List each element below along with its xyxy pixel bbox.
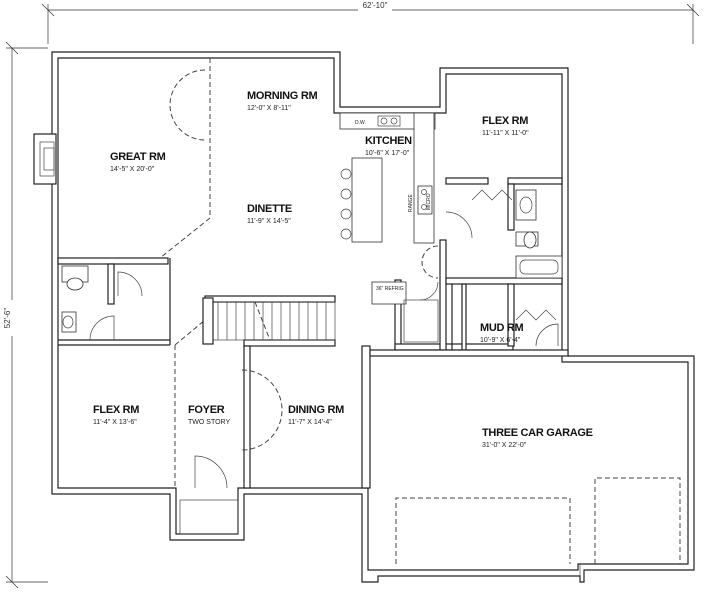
range-label: RANGE [408, 194, 414, 212]
flex-room-upper-size: 11'-11" X 11'-0" [482, 130, 529, 137]
dishwasher-label: D.W. [355, 120, 366, 126]
garage-size: 31'-0" X 22'-0" [482, 442, 527, 449]
foyer-name: FOYER [188, 404, 225, 416]
front-porch [179, 499, 239, 535]
garage-name: THREE CAR GARAGE [482, 427, 593, 439]
great-room-name: GREAT RM [110, 151, 166, 163]
morning-room-size: 12'-0" X 8'-11" [247, 105, 291, 112]
refrigerator-label: 36" REFRIG [376, 286, 404, 292]
overall-depth-label: 52'-6" [3, 308, 12, 329]
micro-label: MICRO [426, 193, 432, 210]
fireplace [33, 133, 57, 185]
flex-room-upper-name: FLEX RM [482, 115, 528, 127]
garage-doors [395, 477, 681, 576]
foyer-note: TWO STORY [188, 419, 230, 426]
flex-room-lower-size: 11'-4" X 13'-6" [93, 419, 137, 426]
dimension-depth: 52'-6" [3, 41, 48, 589]
exterior-walls [51, 51, 695, 583]
room-labels: GREAT RM 14'-5" X 20'-0" MORNING RM 12'-… [93, 90, 593, 449]
bath-fixtures [61, 189, 563, 333]
morning-room-name: MORNING RM [247, 90, 317, 102]
interior-walls [57, 58, 569, 489]
dinette-name: DINETTE [247, 203, 292, 215]
great-room-size: 14'-5" X 20'-0" [110, 166, 155, 173]
staircase [202, 297, 336, 345]
dining-room-name: DINING RM [288, 404, 344, 416]
kitchen-fixtures: D.W. RANGE MICRO 36" REFRIG [339, 112, 439, 343]
dimension-width: 62'-10" [41, 0, 700, 44]
mud-room-size: 10'-9" X 6'-4" [480, 337, 521, 344]
dinette-size: 11'-9" X 14'-5" [247, 218, 291, 225]
doors [89, 69, 559, 489]
kitchen-size: 10'-6" X 17'-0" [365, 150, 410, 157]
overall-width-label: 62'-10" [363, 1, 388, 10]
dining-room-size: 11'-7" X 14'-4" [288, 419, 332, 426]
flex-room-lower-name: FLEX RM [93, 404, 139, 416]
kitchen-name: KITCHEN [365, 135, 412, 147]
mud-room-name: MUD RM [480, 322, 524, 334]
